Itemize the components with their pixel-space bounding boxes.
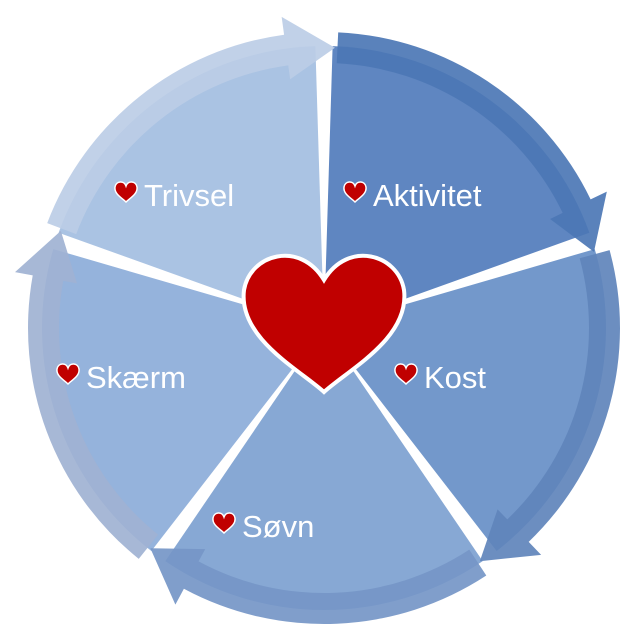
arrows-layer bbox=[15, 16, 620, 624]
segment-søvn bbox=[165, 328, 483, 610]
arrow-kost bbox=[479, 250, 620, 562]
segment-label: Skærm bbox=[86, 360, 186, 395]
segment-label: Trivsel bbox=[144, 178, 234, 213]
label-heart-icon bbox=[394, 363, 418, 386]
segment-trivsel bbox=[58, 46, 324, 328]
label-heart-icon bbox=[343, 181, 367, 204]
segment-label: Søvn bbox=[242, 509, 314, 544]
label-heart-icon bbox=[114, 181, 138, 204]
segment-aktivitet bbox=[324, 46, 590, 328]
arrow-trivsel bbox=[47, 16, 336, 235]
label-heart-icon bbox=[212, 512, 236, 535]
arrow-aktivitet bbox=[336, 32, 607, 252]
arrow-søvn bbox=[150, 548, 487, 624]
label-heart-icon bbox=[56, 363, 80, 386]
segment-label: Aktivitet bbox=[373, 178, 482, 213]
arrow-skærm bbox=[15, 230, 159, 559]
center-heart-icon bbox=[241, 253, 407, 395]
segment-label: Kost bbox=[424, 360, 486, 395]
